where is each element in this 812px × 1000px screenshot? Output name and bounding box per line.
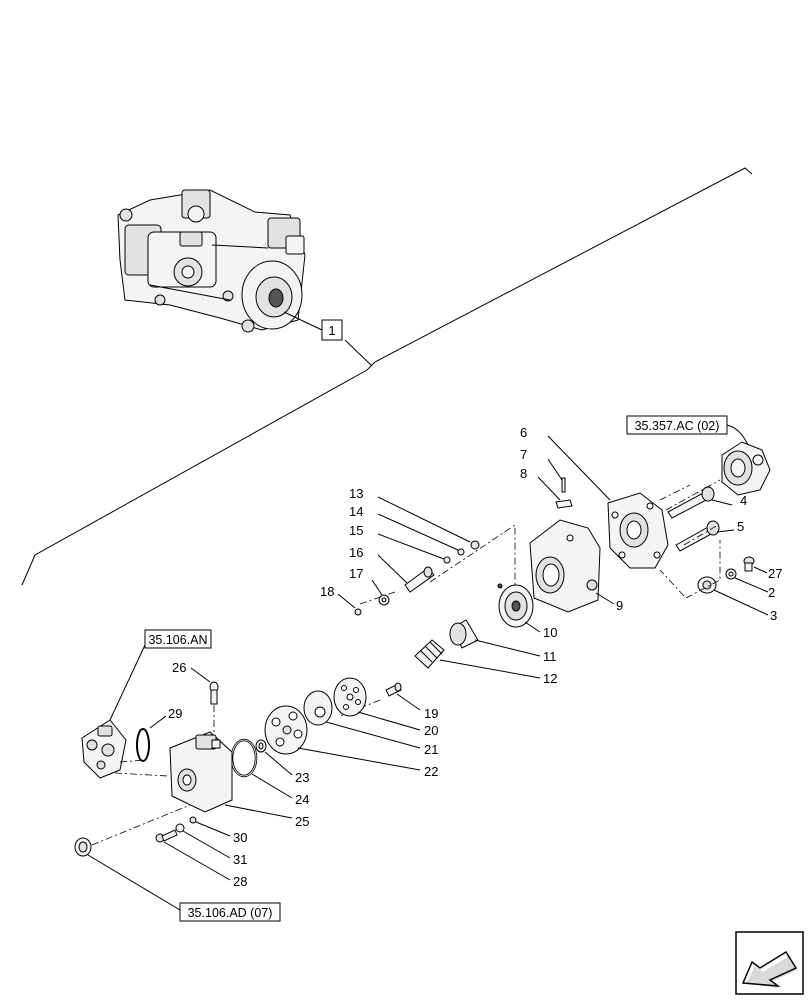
leader-1 xyxy=(283,311,323,331)
callout-5[interactable]: 5 xyxy=(737,519,744,534)
part-9-housing[interactable] xyxy=(529,519,601,613)
callout-28[interactable]: 28 xyxy=(233,874,247,889)
callout-21[interactable]: 21 xyxy=(424,742,438,757)
part-2-washer[interactable] xyxy=(725,568,737,580)
callout-31[interactable]: 31 xyxy=(233,852,247,867)
part-10-valve-plate[interactable] xyxy=(497,583,534,628)
ref-357-label[interactable]: 35.357.AC (02) xyxy=(635,419,720,433)
part-27-screw[interactable] xyxy=(743,556,755,572)
part-15-ring[interactable] xyxy=(443,556,451,564)
part-25-end-cover[interactable] xyxy=(169,731,233,813)
part-16-spool[interactable] xyxy=(404,566,435,593)
part-5-bolt[interactable] xyxy=(675,520,720,552)
callout-29[interactable]: 29 xyxy=(168,706,182,721)
part-12-spring[interactable] xyxy=(414,639,445,669)
part-6-flange[interactable] xyxy=(607,492,669,569)
callout-9[interactable]: 9 xyxy=(616,598,623,613)
part-11-cup[interactable] xyxy=(449,619,479,649)
callout-14[interactable]: 14 xyxy=(349,504,363,519)
reference-component-357 xyxy=(721,441,771,496)
callout-4[interactable]: 4 xyxy=(740,493,747,508)
ref-106-an-label[interactable]: 35.106.AN xyxy=(148,633,207,647)
callout-26[interactable]: 26 xyxy=(172,660,186,675)
part-22-cylinder-block[interactable] xyxy=(264,705,308,755)
callout-8[interactable]: 8 xyxy=(520,466,527,481)
callout-23[interactable]: 23 xyxy=(295,770,309,785)
callout-1[interactable]: 1 xyxy=(328,323,335,338)
part-14-ring[interactable] xyxy=(457,548,465,556)
callout-25[interactable]: 25 xyxy=(295,814,309,829)
callout-7[interactable]: 7 xyxy=(520,447,527,462)
callout-10[interactable]: 10 xyxy=(543,625,557,640)
callout-24[interactable]: 24 xyxy=(295,792,309,807)
part-19-pin[interactable] xyxy=(385,682,402,697)
ref-box-106-ad[interactable] xyxy=(179,902,281,922)
callout-11[interactable]: 11 xyxy=(543,649,557,664)
part-24-o-ring[interactable] xyxy=(230,738,258,778)
ref-106-ad-label[interactable]: 35.106.AD (07) xyxy=(188,906,273,920)
reference-component-106-ad xyxy=(74,837,92,857)
callout-13[interactable]: 13 xyxy=(349,486,363,501)
callout-6[interactable]: 6 xyxy=(520,425,527,440)
callout-19[interactable]: 19 xyxy=(424,706,438,721)
main-pump-assembly[interactable] xyxy=(117,189,306,333)
callout-20[interactable]: 20 xyxy=(424,723,438,738)
callout-18[interactable]: 18 xyxy=(320,584,334,599)
part-17-washer[interactable] xyxy=(378,594,390,606)
part-26-fitting[interactable] xyxy=(209,681,219,705)
callout-30[interactable]: 30 xyxy=(233,830,247,845)
part-29-seal[interactable] xyxy=(136,728,150,762)
callout-box-1[interactable] xyxy=(321,319,343,341)
callout-15[interactable]: 15 xyxy=(349,523,363,538)
part-21-disc[interactable] xyxy=(303,690,333,726)
callout-22[interactable]: 22 xyxy=(424,764,438,779)
part-8-key[interactable] xyxy=(555,499,573,509)
part-13-plug[interactable] xyxy=(470,540,480,550)
part-7-pin[interactable] xyxy=(561,477,566,493)
part-31-washer[interactable] xyxy=(175,823,185,833)
callout-27[interactable]: 27 xyxy=(768,566,782,581)
part-4-bolt[interactable] xyxy=(667,486,715,519)
section-break-line xyxy=(21,167,753,586)
part-18-screw[interactable] xyxy=(354,608,362,616)
reference-component-106-an xyxy=(81,719,127,779)
next-page-arrow-icon[interactable] xyxy=(735,931,804,995)
ref-box-106-an[interactable] xyxy=(144,629,212,649)
callout-2[interactable]: 2 xyxy=(768,585,775,600)
callout-16[interactable]: 16 xyxy=(349,545,363,560)
part-30-plug[interactable] xyxy=(189,816,197,824)
callout-12[interactable]: 12 xyxy=(543,671,557,686)
part-20-disc[interactable] xyxy=(333,677,367,717)
callout-3[interactable]: 3 xyxy=(770,608,777,623)
part-28-screw[interactable] xyxy=(155,829,178,843)
part-23-washer[interactable] xyxy=(255,739,267,753)
callout-17[interactable]: 17 xyxy=(349,566,363,581)
